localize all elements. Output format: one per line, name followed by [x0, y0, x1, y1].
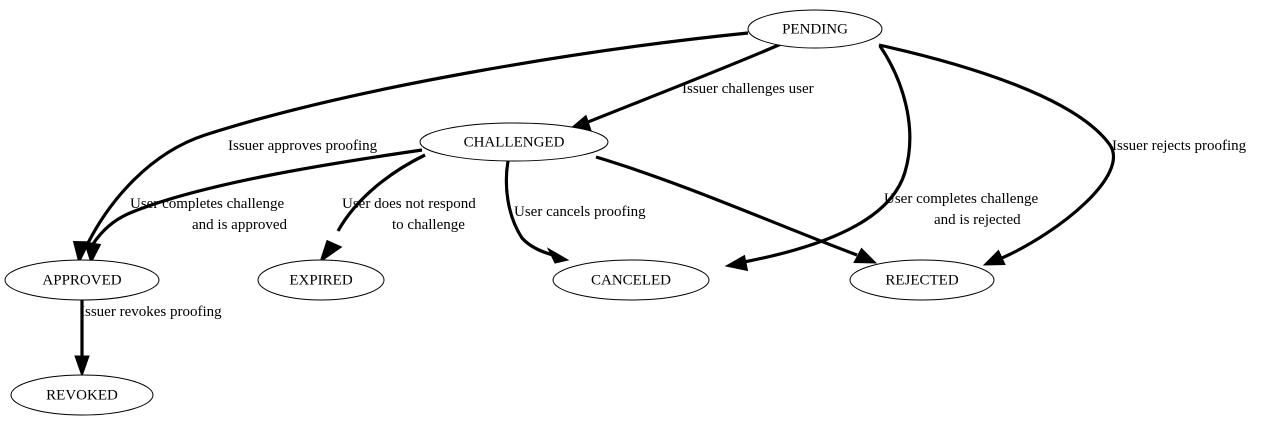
- edge-label-challenged-canceled: User cancels proofing: [514, 204, 646, 220]
- state-node-revoked[interactable]: REVOKED: [10, 374, 154, 416]
- node-label-canceled: CANCELED: [591, 272, 671, 288]
- edge-arrowhead-icon: [319, 239, 343, 264]
- edge-arrowhead-icon: [982, 249, 1006, 266]
- edge-line: [743, 45, 912, 264]
- edge-challenged-expired: [319, 153, 426, 264]
- edge-label-approved-revoked: Issuer revokes proofing: [80, 304, 222, 320]
- nodes-layer: PENDING CHALLENGED APPROVED EXPIRED CANCELED…: [4, 9, 995, 416]
- edge-line: [504, 160, 554, 257]
- edge-arrowhead-icon: [74, 355, 90, 378]
- node-label-approved: APPROVED: [42, 272, 121, 288]
- state-node-canceled[interactable]: CANCELED: [552, 259, 710, 301]
- state-node-rejected[interactable]: REJECTED: [849, 259, 995, 301]
- edge-line: [336, 153, 426, 232]
- node-ellipse: [4, 259, 160, 301]
- node-ellipse: [747, 9, 883, 49]
- edge-line: [587, 42, 782, 124]
- edge-challenged-canceled: [504, 160, 570, 264]
- edge-pending-rejected: [878, 43, 1115, 266]
- node-ellipse: [419, 122, 609, 162]
- state-node-challenged[interactable]: CHALLENGED: [419, 122, 609, 162]
- edge-challenged-approved: [83, 148, 423, 265]
- node-label-rejected: REJECTED: [885, 272, 958, 288]
- edges-layer: [72, 31, 1115, 378]
- edge-label-pending-approved: Issuer approves proofing: [228, 138, 378, 154]
- node-label-challenged: CHALLENGED: [464, 134, 565, 150]
- edge-arrowhead-icon: [853, 247, 878, 264]
- node-label-pending: PENDING: [782, 21, 848, 37]
- edge-challenged-rejected: [595, 155, 878, 264]
- edge-arrowhead-icon: [83, 241, 102, 265]
- state-node-approved[interactable]: APPROVED: [4, 259, 160, 301]
- edge-line: [86, 31, 749, 244]
- edge-approved-revoked: [74, 300, 90, 378]
- edge-pending-canceled: [724, 45, 912, 272]
- edge-arrowhead-icon: [546, 247, 570, 264]
- edge-labels-layer: Issuer approves proofing Issuer challenge…: [80, 81, 1247, 320]
- node-label-revoked: REVOKED: [46, 387, 118, 403]
- node-ellipse: [10, 374, 154, 416]
- node-label-expired: EXPIRED: [289, 272, 353, 288]
- node-ellipse: [257, 259, 385, 301]
- edge-label-pending-rejected: Issuer rejects proofing: [1112, 138, 1247, 154]
- state-node-pending[interactable]: PENDING: [747, 9, 883, 49]
- edge-line: [878, 43, 1115, 260]
- state-node-expired[interactable]: EXPIRED: [257, 259, 385, 301]
- edge-line: [595, 155, 858, 257]
- edge-arrowhead-icon: [724, 254, 749, 272]
- node-ellipse: [849, 259, 995, 301]
- edge-label-pending-challenged: Issuer challenges user: [682, 81, 814, 97]
- node-ellipse: [552, 259, 710, 301]
- edge-line: [91, 148, 423, 245]
